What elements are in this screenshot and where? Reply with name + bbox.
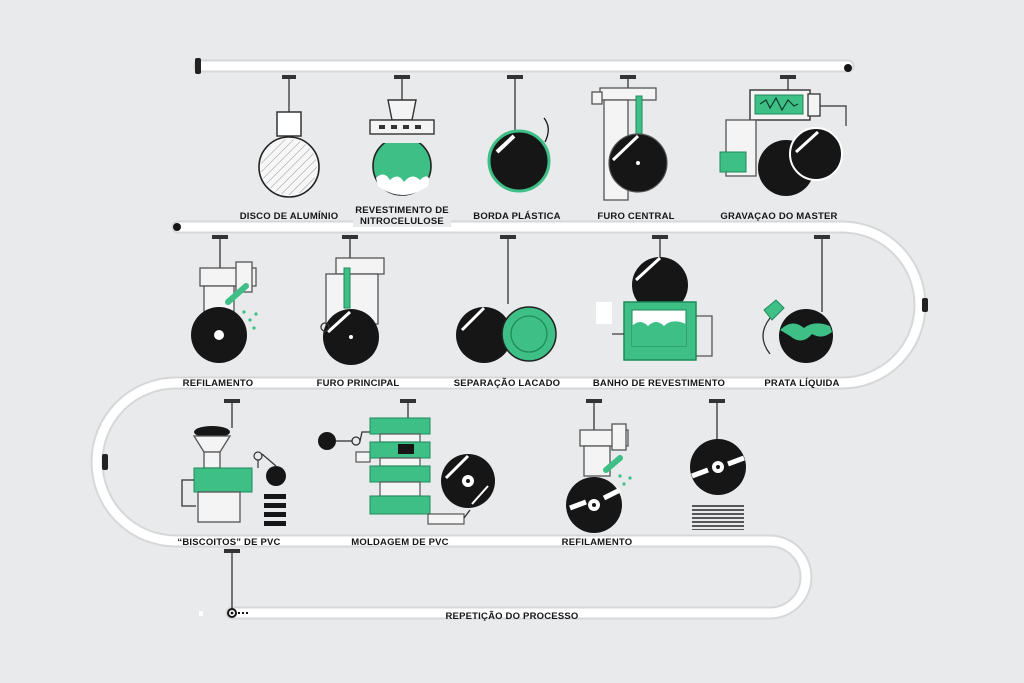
finished-record-stack-icon [690, 399, 746, 530]
step-label-moldagem-pvc: MOLDAGEM DE PVC [351, 537, 449, 548]
plastic-edge-disc-icon [487, 75, 551, 193]
main-hole-drill-icon [320, 235, 385, 365]
step-label-banho-revestimento: BANHO DE REVESTIMENTO [592, 378, 726, 389]
step-label-repeticao: REPETIÇÃO DO PROCESSO [445, 611, 579, 622]
step-label-separacao-lacado: SEPARAÇÃO LACADO [453, 378, 561, 389]
trimming-machine-icon [566, 399, 632, 533]
master-cutting-lathe-icon [719, 75, 847, 196]
lacquer-coating-icon [369, 75, 435, 196]
coating-bath-icon [596, 235, 713, 361]
step-label-refilamento-1: REFILAMENTO [182, 378, 254, 389]
step-label-refilamento-2: REFILAMENTO [561, 537, 633, 548]
lacquer-separation-icon [456, 235, 557, 363]
pvc-press-icon [318, 399, 495, 525]
conveyor-track [90, 59, 927, 620]
pvc-pellet-extruder-icon [181, 399, 286, 526]
trimming-machine-icon [191, 235, 258, 363]
step-label-disco-aluminio: DISCO DE ALUMÍNIO [239, 211, 339, 222]
step-label-revestimento-nitrocelulose: REVESTIMENTO DE NITROCELULOSE [353, 205, 451, 227]
center-hole-drill-icon [591, 75, 668, 201]
liquid-silver-icon [762, 235, 833, 363]
step-label-gravacao-master: GRAVAÇAO DO MASTER [720, 211, 838, 222]
loop-end-icon [224, 549, 240, 608]
aluminum-disc-icon [258, 75, 320, 198]
step-label-prata-liquida: PRATA LÍQUIDA [764, 378, 840, 389]
track-end-caps [102, 58, 928, 618]
step-label-biscoitos-pvc: “BISCOITOS” DE PVC [177, 537, 281, 548]
step-label-furo-principal: FURO PRINCIPAL [316, 378, 400, 389]
step-label-borda-plastica: BORDA PLÁSTICA [473, 211, 561, 222]
step-label-furo-central: FURO CENTRAL [597, 211, 675, 222]
